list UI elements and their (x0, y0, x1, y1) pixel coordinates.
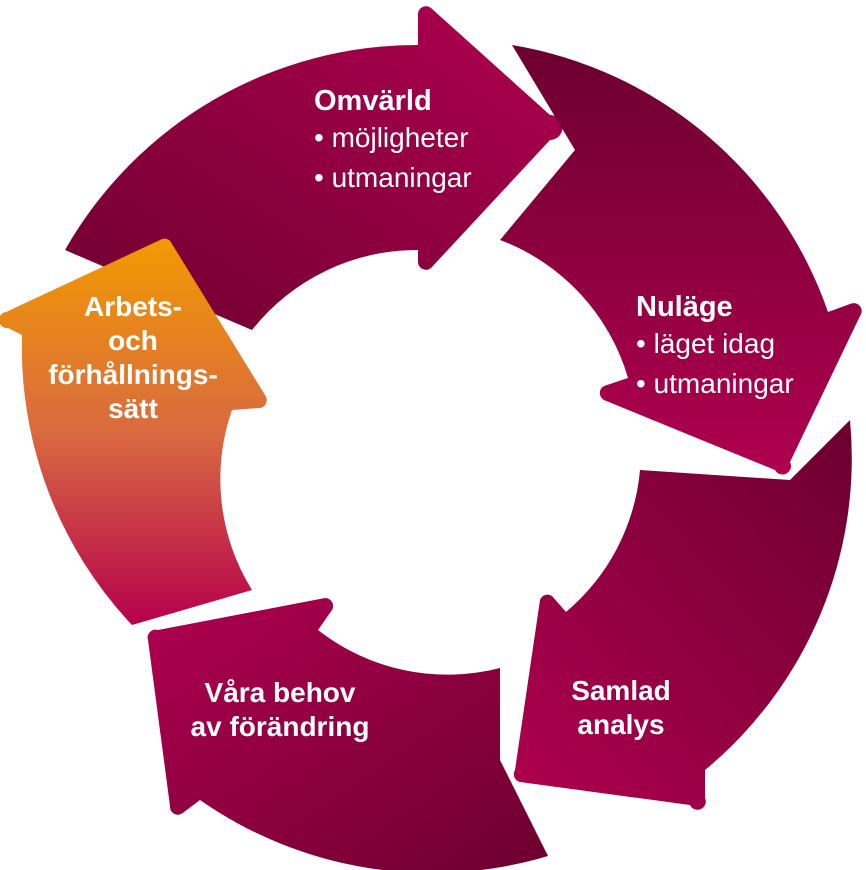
stage-nulage-bullet-2: • utmaningar (636, 368, 794, 399)
stage-arbetssatt: Arbets- och förhållnings- sätt (28, 290, 238, 426)
stage-omvarld-bullet-2: • utmaningar (314, 162, 472, 193)
stage-nulage-bullet-1: • läget idag (636, 328, 776, 359)
stage-arbetssatt-line-4: sätt (108, 393, 158, 424)
segment-nulage (500, 45, 862, 475)
segment-vara-behov (147, 597, 548, 870)
stage-arbetssatt-line-3: förhållnings- (48, 359, 218, 390)
stage-arbetssatt-line-2: och (108, 325, 158, 356)
stage-samlad-analys: Samlad analys (546, 674, 696, 742)
stage-samlad-analys-line-1: Samlad (571, 675, 671, 706)
stage-vara-behov-line-1: Våra behov (204, 677, 356, 708)
stage-vara-behov: Våra behov av förändring (170, 676, 390, 744)
segment-arbetssatt (0, 238, 267, 625)
stage-samlad-analys-line-2: analys (577, 709, 665, 740)
stage-vara-behov-line-2: av förändring (190, 711, 370, 742)
stage-nulage-title: Nuläge (636, 291, 733, 323)
segment-omvarld (65, 6, 563, 330)
stage-nulage: Nuläge • läget idag • utmaningar (636, 290, 794, 404)
stage-omvarld-bullet-1: • möjligheter (314, 122, 469, 153)
stage-omvarld-title: Omvärld (314, 85, 432, 117)
stage-omvarld: Omvärld • möjligheter • utmaningar (314, 84, 472, 198)
segment-samlad-analys (513, 420, 852, 810)
stage-arbetssatt-line-1: Arbets- (83, 291, 182, 322)
